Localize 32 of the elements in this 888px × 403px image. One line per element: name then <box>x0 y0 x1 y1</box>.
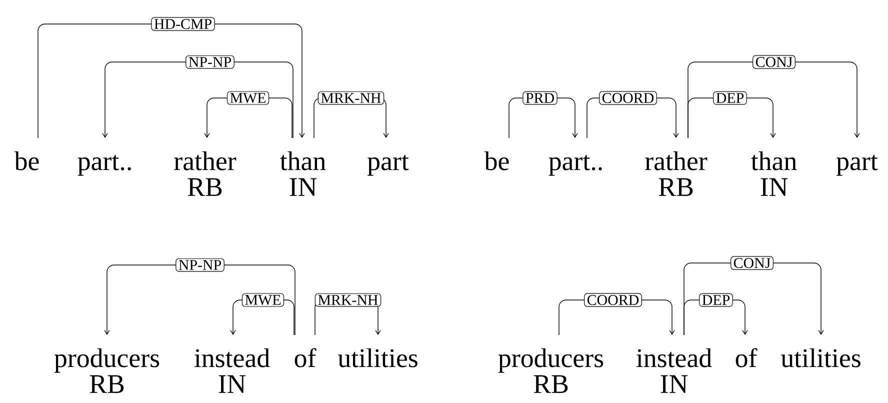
word: part.. <box>78 154 131 176</box>
word: of <box>736 348 758 368</box>
edge-label: DEP <box>699 293 733 307</box>
word: than IN <box>751 151 797 196</box>
edge-label: MWE <box>242 293 284 307</box>
edge-label: MWE <box>226 91 270 105</box>
word: part <box>368 154 409 176</box>
edge-label: DEP <box>713 91 747 105</box>
edge-label: NP-NP <box>186 55 234 69</box>
word: rather RB <box>174 151 236 196</box>
edge-label: CONJ <box>730 256 774 270</box>
edge-label: CONJ <box>752 55 796 69</box>
word: part.. <box>548 154 602 176</box>
word: utilities <box>338 348 418 368</box>
edge-label: PRD <box>522 91 558 105</box>
word: be <box>14 151 39 170</box>
word: be <box>484 151 509 170</box>
word: rather RB <box>645 151 708 196</box>
word: producers RB <box>498 348 604 393</box>
edge-label: NP-NP <box>176 258 224 272</box>
word: producers RB <box>54 348 160 393</box>
word: utilities <box>781 348 860 368</box>
word: instead IN <box>636 348 712 393</box>
edge-label: MRK-NH <box>314 293 382 307</box>
word: than IN <box>280 151 326 196</box>
edge-label: MRK-NH <box>318 91 384 105</box>
edge-label: COORD <box>584 293 642 307</box>
edge-label: HD-CMP <box>151 17 215 31</box>
word: of <box>294 348 316 368</box>
word: instead IN <box>194 348 270 393</box>
word: part <box>836 154 878 176</box>
edge-label: COORD <box>599 91 657 105</box>
